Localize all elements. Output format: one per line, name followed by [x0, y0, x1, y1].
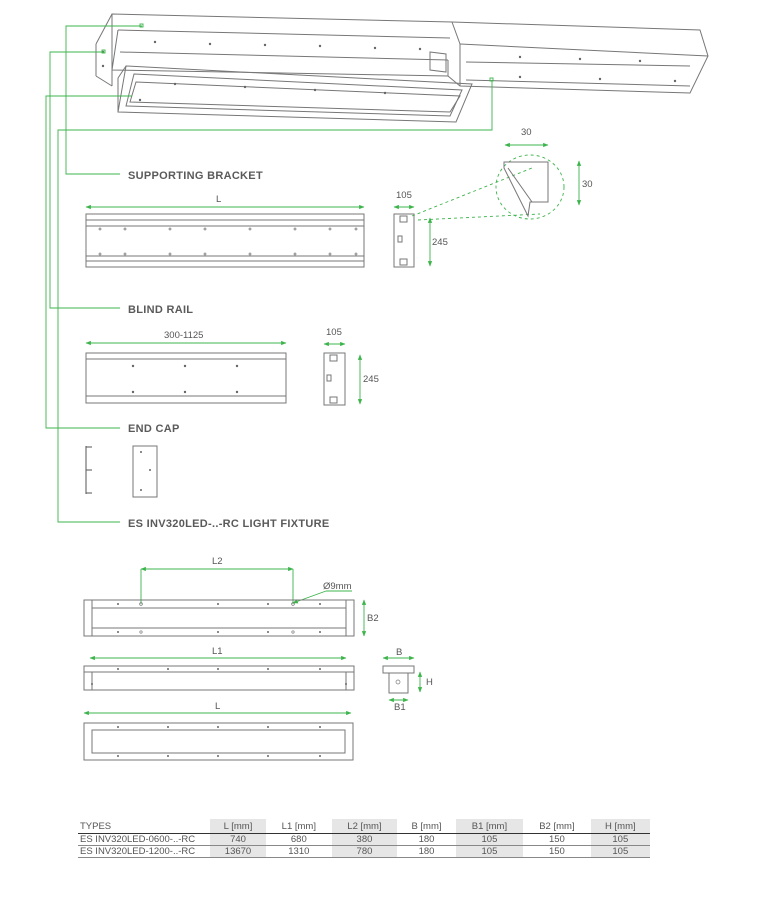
- dim-rail-length: 300-1125: [164, 330, 203, 341]
- label-supporting-bracket: SUPPORTING BRACKET: [128, 170, 263, 182]
- table-header: B [mm]: [411, 820, 442, 832]
- dim-rail-245: 245: [363, 374, 379, 385]
- table-cell: 780: [331, 845, 398, 858]
- dim-fixture-l1: L1: [212, 646, 223, 657]
- dim-bracket-l: L: [216, 194, 221, 205]
- types-table: TYPES L [mm] L1 [mm] L2 [mm] B [mm] B1 […: [78, 819, 650, 858]
- blind-rail-views: 300-1125 105 245: [85, 327, 379, 406]
- dim-fixture-b2: B2: [367, 613, 379, 624]
- dim-bracket-105: 105: [396, 190, 412, 201]
- table-cell: 150: [548, 846, 565, 857]
- dim-hole-diameter: Ø9mm: [323, 581, 352, 592]
- dim-bracket-245: 245: [432, 237, 448, 248]
- dim-fixture-b: B: [396, 647, 402, 658]
- table-header: B2 [mm]: [539, 820, 575, 832]
- table-row: ES INV320LED-0600-..-RC 740 680 380 180 …: [78, 833, 650, 846]
- dim-fixture-l: L: [215, 701, 220, 712]
- label-end-cap: END CAP: [128, 423, 180, 435]
- dim-rail-105: 105: [326, 327, 342, 338]
- label-blind-rail: BLIND RAIL: [128, 304, 193, 316]
- table-header: L1 [mm]: [281, 820, 316, 832]
- table-header: H [mm]: [590, 819, 650, 834]
- table-cell: 180: [418, 846, 435, 857]
- dim-fixture-b1: B1: [394, 702, 406, 713]
- table-cell: 1310: [288, 846, 310, 857]
- table-header-row: TYPES L [mm] L1 [mm] L2 [mm] B [mm] B1 […: [78, 819, 650, 834]
- light-fixture-views: L2 Ø9mm B2 L1 B H B1: [83, 556, 433, 761]
- table-cell: 13670: [210, 845, 266, 858]
- table-cell: 105: [455, 845, 524, 858]
- table-cell: 680: [290, 834, 307, 845]
- dim-fixture-l2: L2: [212, 556, 223, 567]
- table-cell: 105: [455, 833, 524, 846]
- label-light-fixture: ES INV320LED-..-RC LIGHT FIXTURE: [128, 518, 330, 530]
- table-cell: ES INV320LED-1200-..-RC: [80, 846, 196, 857]
- table-cell: 105: [590, 845, 650, 858]
- leader-lines: [45, 23, 494, 523]
- dim-detail-30-h: 30: [582, 179, 593, 190]
- table-cell: 105: [590, 833, 650, 846]
- supporting-bracket-views: L 105 245 30 30: [85, 127, 593, 268]
- table-header: TYPES: [80, 820, 112, 832]
- dim-detail-30-w: 30: [521, 127, 532, 138]
- table-cell: ES INV320LED-0600-..-RC: [80, 834, 196, 845]
- end-cap-views: [85, 445, 158, 498]
- table-header: B1 [mm]: [455, 819, 524, 834]
- table-cell: 150: [548, 834, 565, 845]
- isometric-assembly: [95, 13, 709, 123]
- table-cell: 180: [418, 834, 435, 845]
- table-header: L2 [mm]: [331, 819, 398, 834]
- table-cell: 380: [331, 833, 398, 846]
- table-cell: 740: [210, 833, 266, 846]
- dim-fixture-h: H: [426, 677, 433, 688]
- table-row: ES INV320LED-1200-..-RC 13670 1310 780 1…: [78, 845, 650, 858]
- table-header: L [mm]: [210, 819, 266, 834]
